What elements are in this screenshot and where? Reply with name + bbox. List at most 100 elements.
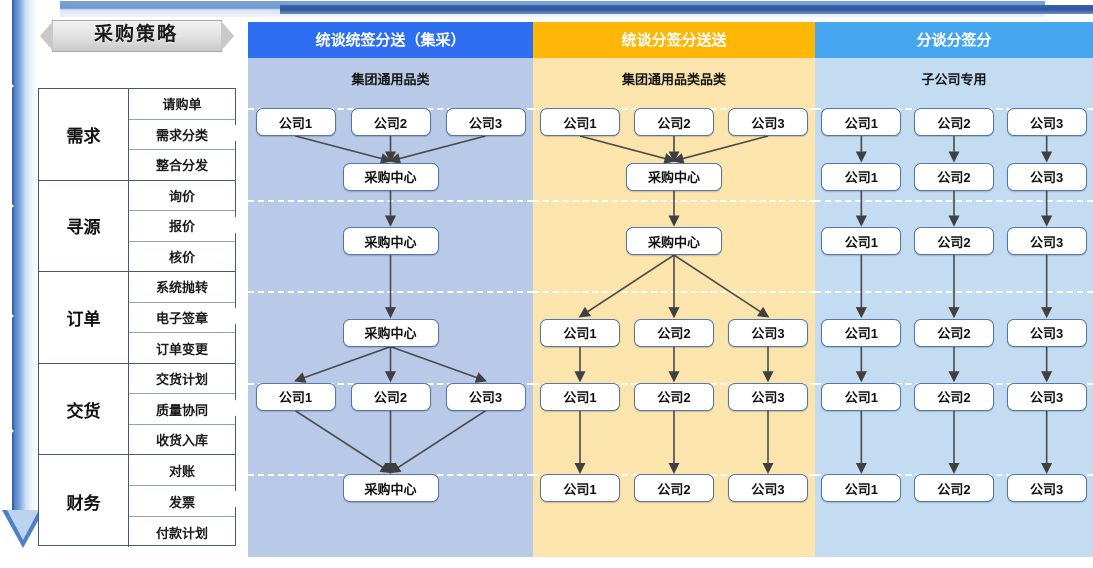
company-node[interactable]: 公司3 (1006, 382, 1087, 411)
process-flow-arrow-down (2, 0, 44, 552)
procurement-center-node[interactable]: 采购中心 (342, 162, 439, 191)
procurement-center-node[interactable]: 采购中心 (342, 318, 439, 347)
stage-item[interactable]: 整合分发 (155, 158, 208, 174)
company-node[interactable]: 公司3 (728, 108, 808, 136)
company-node[interactable]: 公司3 (1006, 227, 1087, 256)
column-subheader-col1: 集团通用品类 (248, 58, 533, 100)
company-node[interactable]: 公司3 (1006, 162, 1087, 191)
company-node[interactable]: 公司1 (540, 108, 620, 136)
stage-item[interactable]: 报价 (129, 211, 235, 242)
process-arrow-head-inner (7, 510, 39, 540)
stage-group-3: 交货交货计划质量协同收货入库 (39, 363, 235, 456)
company-node[interactable]: 公司1 (255, 108, 336, 136)
stage-item-list: 对账发票付款计划 (129, 455, 235, 547)
stage-item[interactable]: 收货入库 (155, 433, 208, 449)
stage-group-label: 需求 (39, 89, 129, 180)
company-node[interactable]: 公司1 (540, 474, 620, 503)
company-node[interactable]: 公司2 (350, 108, 431, 136)
column-header-col2[interactable]: 统谈分签分送送 (533, 22, 815, 58)
process-arrow-shaft (12, 0, 38, 516)
column-header-col1[interactable]: 统谈统签分送（集采） (248, 22, 533, 58)
company-node[interactable]: 公司2 (914, 474, 994, 503)
timeline-arrow-inner (280, 5, 1093, 14)
stage-item[interactable]: 系统抛转 (129, 272, 235, 303)
page-title: 采购策略 (40, 12, 234, 58)
stage-group-0: 需求请购单需求分类整合分发 (39, 89, 235, 181)
stage-group-label: 订单 (39, 272, 129, 363)
stage-group-label: 交货 (39, 363, 129, 455)
page-title-text: 采购策略 (93, 24, 178, 45)
company-node[interactable]: 公司3 (1006, 108, 1087, 136)
company-node[interactable]: 公司2 (634, 382, 714, 411)
stage-item[interactable]: 需求分类 (129, 120, 235, 151)
company-node[interactable]: 公司1 (821, 318, 902, 347)
process-arrow-notch (2, 195, 14, 217)
company-node[interactable]: 公司3 (728, 318, 808, 347)
stage-group-label: 财务 (39, 455, 129, 547)
process-arrow-notch (2, 305, 14, 327)
company-node[interactable]: 公司2 (634, 108, 714, 136)
company-node[interactable]: 公司3 (728, 382, 808, 411)
company-node[interactable]: 公司2 (914, 227, 994, 256)
process-arrow-notch (2, 75, 14, 97)
title-ribbon-shape (40, 20, 234, 52)
company-node[interactable]: 公司1 (821, 227, 902, 256)
stage-group-4: 财务对账发票付款计划 (39, 455, 235, 547)
company-node[interactable]: 公司2 (914, 318, 994, 347)
company-node[interactable]: 公司1 (540, 318, 620, 347)
company-node[interactable]: 公司3 (445, 382, 526, 411)
flow-edges-col1 (293, 135, 488, 474)
stage-group-1: 寻源询价报价核价 (39, 180, 235, 273)
flow-edges-col3 (855, 136, 1053, 474)
column-subheader-col2: 集团通用品类品类 (533, 58, 815, 100)
company-node[interactable]: 公司2 (914, 108, 994, 136)
stage-item-list: 交货计划质量协同收货入库 (129, 364, 235, 455)
stage-item[interactable]: 请购单 (129, 89, 235, 120)
stage-item-list: 系统抛转电子签章订单变更 (129, 272, 235, 363)
stage-item-list: 询价报价核价 (129, 181, 235, 272)
stage-item[interactable]: 对账 (129, 455, 235, 487)
column-subheader-col3: 子公司专用 (815, 58, 1093, 100)
stage-item[interactable]: 核价 (168, 249, 195, 265)
stage-group-2: 订单系统抛转电子签章订单变更 (39, 272, 235, 364)
procurement-stage-table: 需求请购单需求分类整合分发寻源询价报价核价订单系统抛转电子签章订单变更交货交货计… (38, 88, 236, 547)
timeline-arrow-right (60, 0, 1093, 22)
company-node[interactable]: 公司3 (445, 108, 526, 136)
company-node[interactable]: 公司2 (634, 318, 714, 347)
stage-item[interactable]: 质量协同 (129, 394, 235, 425)
stage-item[interactable]: 交货计划 (129, 364, 235, 395)
company-node[interactable]: 公司1 (821, 474, 902, 503)
company-node[interactable]: 公司3 (1006, 318, 1087, 347)
company-node[interactable]: 公司1 (821, 382, 902, 411)
procurement-center-node[interactable]: 采购中心 (626, 227, 722, 256)
company-node[interactable]: 公司3 (728, 474, 808, 503)
process-arrow-notch (2, 420, 14, 442)
company-node[interactable]: 公司2 (914, 382, 994, 411)
company-node[interactable]: 公司1 (540, 382, 620, 411)
company-node[interactable]: 公司1 (821, 162, 902, 191)
procurement-center-node[interactable]: 采购中心 (342, 474, 439, 503)
company-node[interactable]: 公司3 (1006, 474, 1087, 503)
company-node[interactable]: 公司1 (255, 382, 336, 411)
company-node[interactable]: 公司2 (914, 162, 994, 191)
stage-item[interactable]: 询价 (129, 181, 235, 212)
stage-item[interactable]: 付款计划 (155, 525, 208, 541)
stage-group-label: 寻源 (39, 180, 129, 272)
stage-item[interactable]: 电子签章 (129, 303, 235, 334)
stage-item[interactable]: 订单变更 (155, 341, 208, 357)
company-node[interactable]: 公司2 (634, 474, 714, 503)
company-node[interactable]: 公司1 (821, 108, 902, 136)
stage-item-list: 请购单需求分类整合分发 (129, 89, 235, 180)
column-header-col3[interactable]: 分谈分签分 (815, 22, 1093, 58)
company-node[interactable]: 公司2 (350, 382, 431, 411)
procurement-center-node[interactable]: 采购中心 (626, 162, 722, 191)
flow-edges-col2 (574, 135, 774, 474)
stage-item[interactable]: 发票 (129, 486, 235, 518)
procurement-center-node[interactable]: 采购中心 (342, 227, 439, 256)
column-body-col3: 公司1 公司2 公司3 公司1 公司2 公司3 公司1 公司2 公司3 公司1 公司2 公司3 公司1 公… (815, 100, 1093, 568)
